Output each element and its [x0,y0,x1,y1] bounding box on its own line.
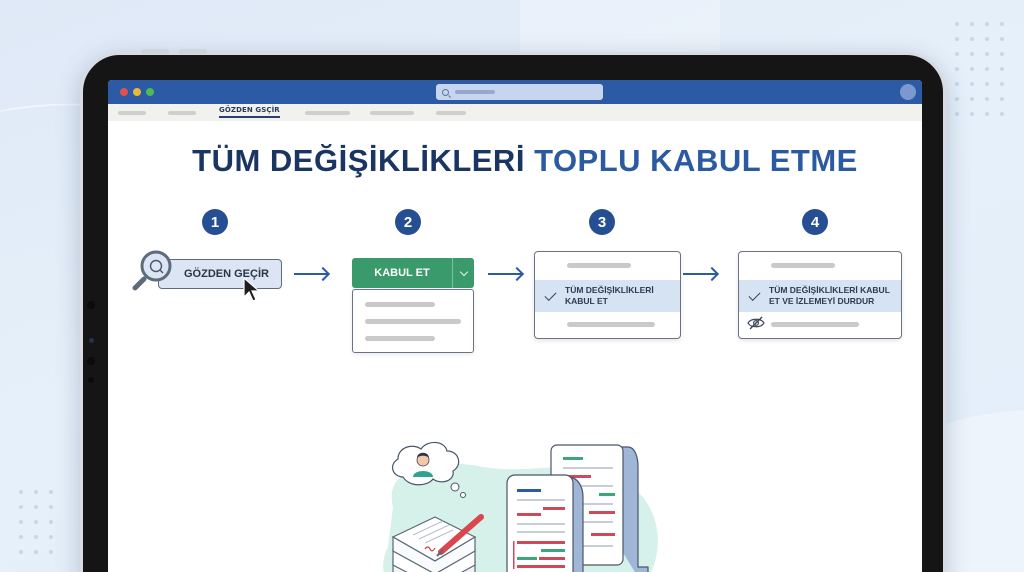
device-sensor [87,301,95,309]
magnifier-icon [132,250,172,291]
device-sensor [88,377,94,383]
browser-topbar [108,80,922,104]
decorative-dots [955,22,1004,116]
step-badge-1: 1 [202,209,228,235]
paper-stack-icon [391,516,477,572]
chevron-down-icon [459,267,468,276]
menu-item-label: TÜM DEĞİŞİKLİKLERİ KABUL ET VE İZLEMEYİ … [769,285,890,307]
tab-placeholder[interactable] [168,111,196,115]
maximize-window-button[interactable] [146,88,154,96]
accept-button[interactable]: KABUL ET [374,267,430,279]
menu-item-placeholder[interactable] [567,263,631,268]
app-screen: GÖZDEN GSÇİR TÜM DEĞİŞİKLİKLERİ TOPLU KA… [108,80,922,572]
check-icon [748,288,761,301]
review-button[interactable]: GÖZDEN GEÇİR [158,259,282,289]
tab-placeholder[interactable] [305,111,350,115]
menu-item-accept-all-stop-tracking[interactable]: TÜM DEĞİŞİKLİKLERİ KABUL ET VE İZLEMEYİ … [739,280,901,312]
tab-review[interactable]: GÖZDEN GSÇİR [219,106,280,118]
check-icon [544,288,557,301]
window-controls [120,88,154,96]
menu-item-placeholder[interactable] [771,263,835,268]
menu-item-placeholder[interactable] [771,322,859,327]
accept-dropdown-toggle[interactable] [452,258,474,288]
arrow-right-icon [488,273,522,275]
search-input[interactable] [436,84,603,100]
step-badge-4: 4 [802,209,828,235]
review-button-label: GÖZDEN GEÇİR [184,268,269,280]
eye-slash-icon [747,316,765,330]
tab-placeholder[interactable] [436,111,466,115]
arrow-right-icon [294,273,328,275]
step-badge-3: 3 [589,209,615,235]
step-badge-2: 2 [395,209,421,235]
menu-item-label-line1: TÜM DEĞİŞİKLİKLERİ KABUL [769,285,890,295]
arrow-right-icon [683,273,717,275]
menu-item-placeholder[interactable] [567,322,655,327]
ribbon-tabs: GÖZDEN GSÇİR [108,104,922,121]
accept-menu-step4: TÜM DEĞİŞİKLİKLERİ KABUL ET VE İZLEMEYİ … [738,251,902,339]
documents-illustration [383,441,658,572]
device-sensor [87,357,95,365]
content-area: TÜM DEĞİŞİKLİKLERİ TOPLU KABUL ETME 1 2 … [118,121,922,572]
accept-dropdown-menu [352,289,474,353]
menu-item-placeholder[interactable] [365,336,435,341]
menu-item-placeholder[interactable] [365,302,435,307]
search-placeholder [455,90,495,94]
document-scroll-icon [506,474,584,572]
menu-item-label: TÜM DEĞİŞİKLİKLERİ KABUL ET [565,285,654,306]
accept-split-button: KABUL ET [352,258,474,288]
tab-placeholder[interactable] [118,111,146,115]
tab-placeholder[interactable] [370,111,414,115]
device-camera [89,338,94,343]
menu-item-placeholder[interactable] [365,319,461,324]
search-icon [442,88,449,96]
background-panel [520,0,720,60]
minimize-window-button[interactable] [133,88,141,96]
pen-icon [436,514,484,557]
page-title: TÜM DEĞİŞİKLİKLERİ TOPLU KABUL ETME [118,143,922,179]
device-button [141,49,169,54]
title-part-2: TOPLU KABUL ETME [534,143,858,178]
decorative-dots [19,490,53,554]
accept-menu-step3: TÜM DEĞİŞİKLİKLERİ KABUL ET [534,251,681,339]
mouse-pointer-icon [243,277,261,302]
close-window-button[interactable] [120,88,128,96]
title-part-1: TÜM DEĞİŞİKLİKLERİ [192,143,525,178]
menu-item-label-line2: ET VE İZLEMEYİ DURDUR [769,296,875,306]
user-avatar-icon[interactable] [900,84,916,100]
tablet-device: GÖZDEN GSÇİR TÜM DEĞİŞİKLİKLERİ TOPLU KA… [80,49,946,572]
device-button [179,49,207,54]
thought-bubble-icon [391,441,466,498]
menu-item-accept-all[interactable]: TÜM DEĞİŞİKLİKLERİ KABUL ET [535,280,680,312]
